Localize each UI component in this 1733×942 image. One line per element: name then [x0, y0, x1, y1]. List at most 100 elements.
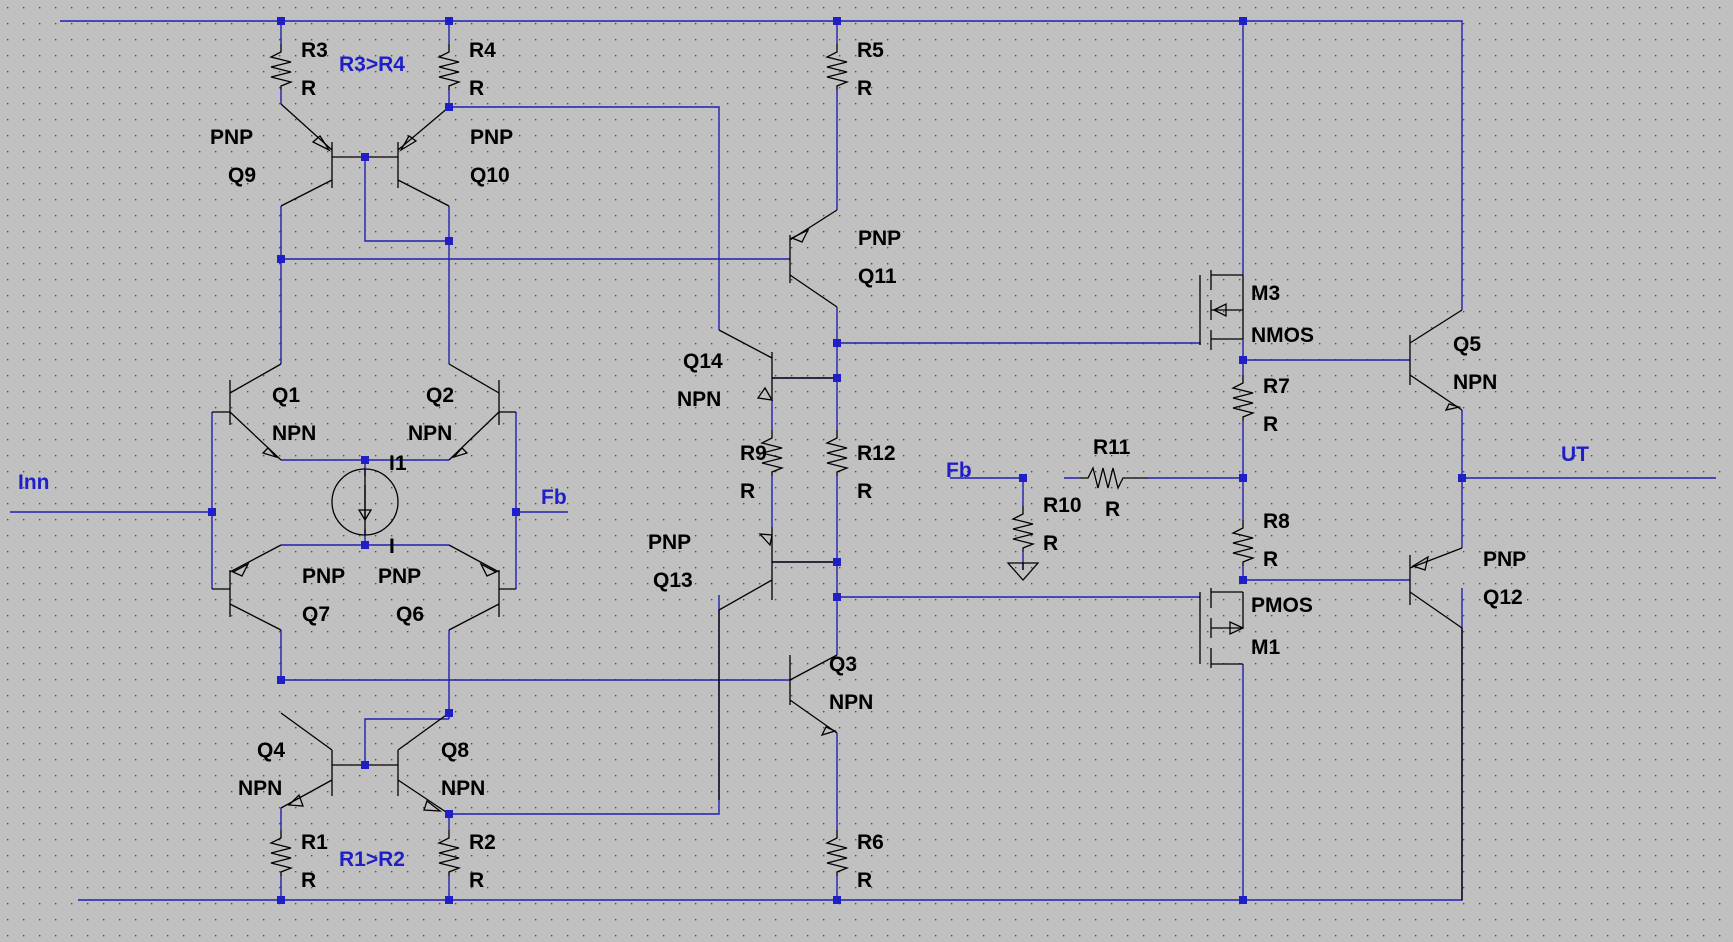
junction-dot	[1239, 356, 1247, 364]
r10-value: R	[1043, 532, 1058, 555]
junction-dot	[445, 237, 453, 245]
transistor-q8[interactable]	[365, 712, 450, 815]
resistor-r1[interactable]	[269, 830, 294, 876]
junction-dot	[361, 153, 369, 161]
junction-dot	[277, 676, 285, 684]
junction-dot	[512, 508, 520, 516]
q2-name: Q2	[426, 384, 454, 407]
net-label-inn: Inn	[18, 471, 50, 494]
m1-name: M1	[1251, 636, 1280, 659]
q2-type: NPN	[408, 422, 452, 445]
junction-dots	[208, 17, 1466, 904]
junction-dot	[1239, 474, 1247, 482]
ground-symbol	[1006, 562, 1040, 581]
transistor-m1[interactable]	[1199, 588, 1245, 668]
junction-dot	[833, 558, 841, 566]
q14-type: NPN	[677, 388, 721, 411]
q1-type: NPN	[272, 422, 316, 445]
junction-dot	[1239, 896, 1247, 904]
q4-name: Q4	[257, 739, 285, 762]
labels: Inn Fb Fb UT R3>R4 R1>R2 R3 R R4 R R5 R …	[18, 39, 1589, 892]
r11-name: R11	[1093, 436, 1131, 459]
resistor-r5[interactable]	[825, 44, 850, 90]
junction-dot	[833, 593, 841, 601]
q13-name: Q13	[653, 569, 693, 592]
q7-type: PNP	[302, 565, 345, 588]
q11-name: Q11	[858, 265, 897, 288]
r4-value: R	[469, 77, 484, 100]
r4-name: R4	[469, 39, 496, 62]
junction-dot	[833, 896, 841, 904]
q8-type: NPN	[441, 777, 485, 800]
resistor-r12[interactable]	[825, 430, 850, 476]
transistor-q2[interactable]	[448, 363, 516, 461]
transistor-q5[interactable]	[1409, 309, 1463, 411]
q5-type: NPN	[1453, 371, 1497, 394]
q1-name: Q1	[272, 384, 300, 407]
junction-dot	[361, 541, 369, 549]
junction-dot	[361, 761, 369, 769]
resistor-r9[interactable]	[760, 430, 785, 476]
resistor-r8[interactable]	[1231, 520, 1256, 566]
r10-name: R10	[1043, 494, 1082, 517]
transistor-q7[interactable]	[212, 544, 282, 631]
junction-dot	[833, 17, 841, 25]
transistor-m3[interactable]	[1199, 270, 1244, 350]
r2-value: R	[469, 869, 484, 892]
resistor-r7[interactable]	[1231, 375, 1256, 421]
r6-name: R6	[857, 831, 884, 854]
junction-dot	[445, 896, 453, 904]
r6-value: R	[857, 869, 872, 892]
r3-value: R	[301, 77, 316, 100]
transistor-q4[interactable]	[280, 712, 365, 809]
r9-value: R	[740, 480, 755, 503]
resistor-r10[interactable]	[1011, 506, 1036, 552]
resistor-r6[interactable]	[825, 830, 850, 876]
r1-value: R	[301, 869, 316, 892]
q3-type: NPN	[829, 691, 873, 714]
junction-dot	[1239, 17, 1247, 25]
resistor-r11[interactable]	[1080, 466, 1148, 490]
net-label-fb-right: Fb	[946, 459, 972, 482]
i1-name: I1	[389, 452, 407, 475]
q10-type: PNP	[470, 126, 513, 149]
resistor-r2[interactable]	[437, 830, 462, 876]
q6-type: PNP	[378, 565, 421, 588]
transistor-q12[interactable]	[1409, 547, 1463, 900]
q11-type: PNP	[858, 227, 901, 250]
r5-name: R5	[857, 39, 884, 62]
transistor-q14[interactable]	[718, 329, 837, 401]
r5-value: R	[857, 77, 872, 100]
junction-dot	[445, 709, 453, 717]
r7-name: R7	[1263, 375, 1290, 398]
q12-name: Q12	[1483, 586, 1523, 609]
junction-dot	[445, 103, 453, 111]
current-source-i1[interactable]	[331, 468, 399, 536]
transistor-q1[interactable]	[212, 363, 282, 461]
q7-name: Q7	[302, 603, 330, 626]
junction-dot	[445, 810, 453, 818]
junction-dot	[277, 17, 285, 25]
q9-type: PNP	[210, 126, 253, 149]
q5-name: Q5	[1453, 333, 1481, 356]
q3-name: Q3	[829, 653, 857, 676]
transistor-q3[interactable]	[789, 654, 838, 737]
transistor-q6[interactable]	[448, 544, 516, 631]
q14-name: Q14	[683, 350, 723, 373]
q10-name: Q10	[470, 164, 510, 187]
transistor-q10[interactable]	[365, 106, 450, 207]
i1-value: I	[389, 535, 395, 558]
resistor-r3[interactable]	[269, 44, 294, 90]
junction-dot	[445, 17, 453, 25]
components	[212, 44, 1463, 900]
m3-type: NMOS	[1251, 324, 1314, 347]
junction-dot	[277, 896, 285, 904]
transistor-q9[interactable]	[280, 103, 365, 207]
q12-type: PNP	[1483, 548, 1526, 571]
junction-dot	[1458, 474, 1466, 482]
q8-name: Q8	[441, 739, 469, 762]
transistor-q13[interactable]	[718, 527, 837, 800]
transistor-q11[interactable]	[789, 209, 838, 308]
resistor-r4[interactable]	[437, 44, 462, 90]
